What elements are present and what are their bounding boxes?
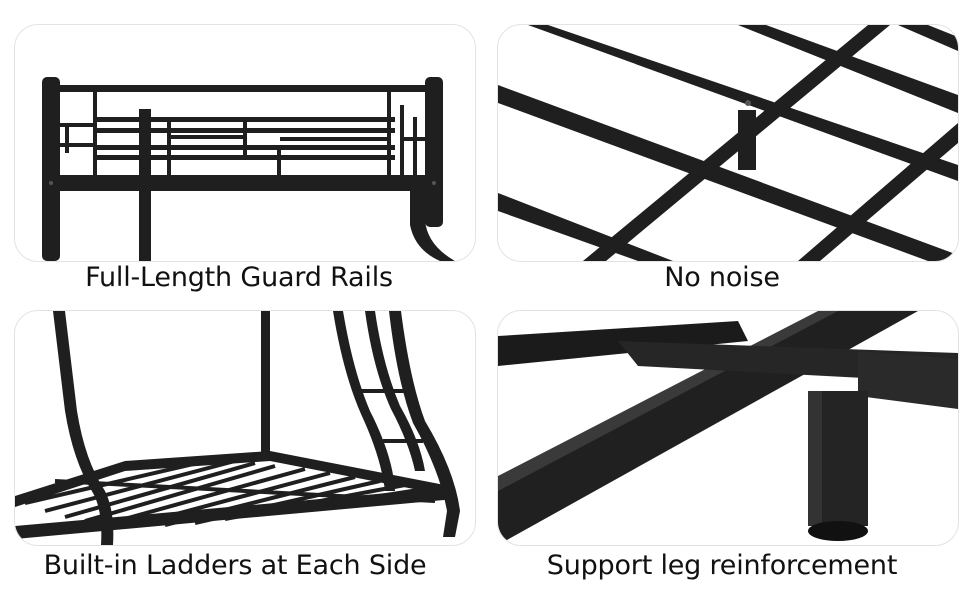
guard-rails-caption: Full-Length Guard Rails [85, 262, 393, 293]
support-leg-photo [497, 310, 959, 546]
guard-rails-illustration [42, 77, 455, 261]
no-noise-caption: No noise [664, 262, 780, 293]
ladders-photo [14, 310, 476, 546]
guard-rails-photo [14, 24, 476, 262]
ladders-caption: Built-in Ladders at Each Side [43, 550, 427, 581]
no-noise-photo [497, 24, 959, 262]
slat-frame-illustration [498, 25, 958, 261]
support-leg-caption: Support leg reinforcement [546, 550, 898, 581]
bunk-ladder-illustration [15, 311, 460, 545]
support-leg-illustration [498, 311, 958, 545]
